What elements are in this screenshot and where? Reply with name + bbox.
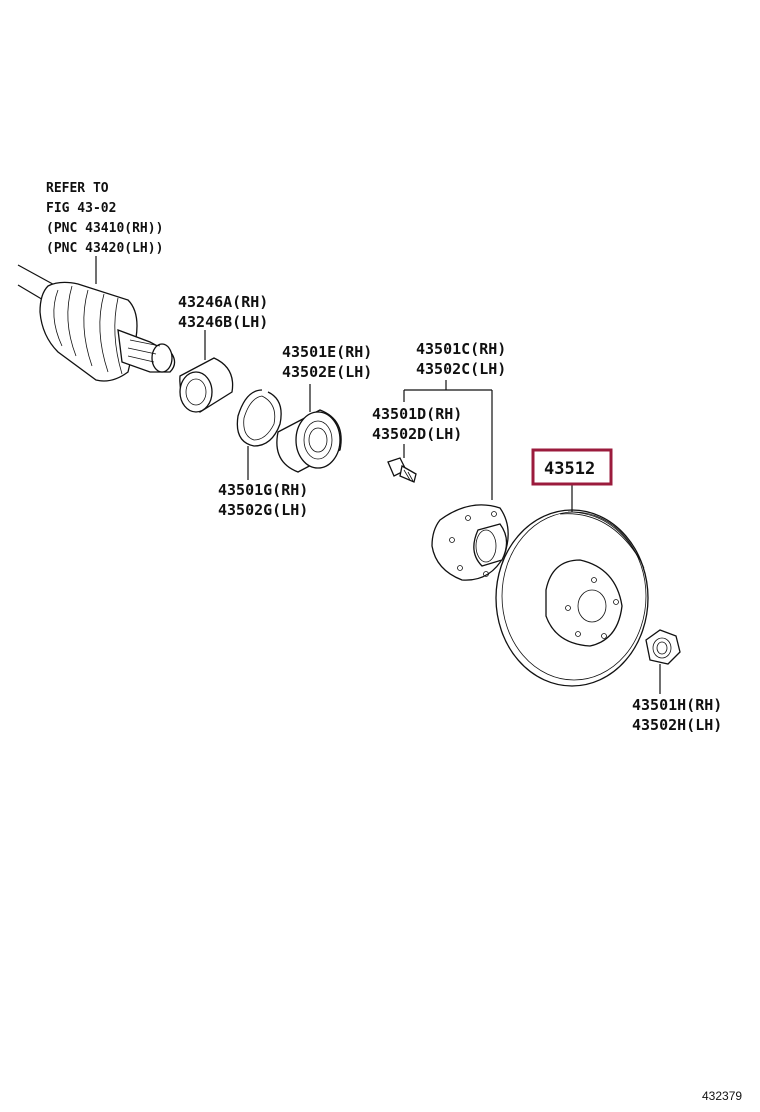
part-43501g-snap-ring[interactable]	[236, 389, 282, 447]
label-43246a-rh: 43246A(RH)	[178, 293, 268, 311]
label-43501e-rh: 43501E(RH)	[282, 343, 372, 361]
label-43501g-rh: 43501G(RH)	[218, 481, 308, 499]
refer-line-4: (PNC 43420(LH))	[46, 241, 163, 256]
part-axle-hub[interactable]	[431, 504, 509, 581]
refer-line-1: REFER TO	[46, 181, 109, 196]
label-43502c-lh: 43502C(LH)	[416, 360, 506, 378]
refer-line-3: (PNC 43410(RH))	[46, 221, 163, 236]
label-43501h-rh: 43501H(RH)	[632, 696, 722, 714]
figure-code: 432379	[702, 1089, 742, 1103]
highlight-box-43512[interactable]: 43512	[531, 448, 613, 486]
label-43502d-lh: 43502D(LH)	[372, 425, 462, 443]
refer-note: REFER TO FIG 43-02 (PNC 43410(RH)) (PNC …	[46, 181, 163, 256]
label-43501c-rh: 43501C(RH)	[416, 340, 506, 358]
drive-shaft-assembly[interactable]	[17, 264, 176, 382]
refer-line-2: FIG 43-02	[46, 201, 116, 216]
label-43502g-lh: 43502G(LH)	[218, 501, 308, 519]
label-43246b-lh: 43246B(LH)	[178, 313, 268, 331]
part-43501e-bearing[interactable]	[276, 409, 342, 473]
part-43512-disc-rotor[interactable]	[495, 509, 649, 687]
part-43501h-hub-nut[interactable]	[645, 629, 681, 665]
part-43246-collar[interactable]	[179, 357, 234, 413]
label-43501d-rh: 43501D(RH)	[372, 405, 462, 423]
label-43502e-lh: 43502E(LH)	[282, 363, 372, 381]
part-43501d-hub-bolt[interactable]	[387, 457, 417, 483]
leader-43501c-bracket	[403, 380, 493, 500]
label-43502h-lh: 43502H(LH)	[632, 716, 722, 734]
label-43512: 43512	[544, 459, 595, 479]
